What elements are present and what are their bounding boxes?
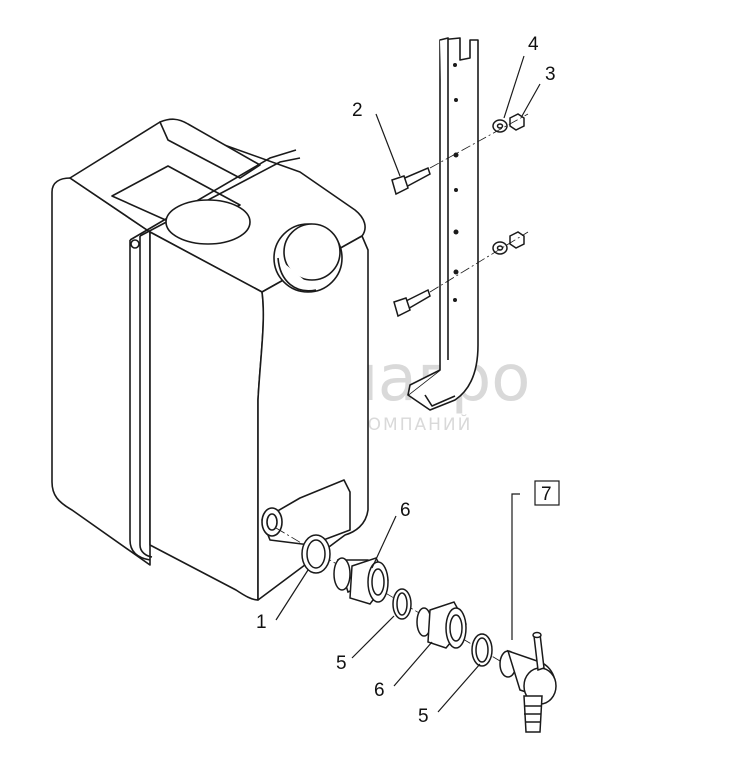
callout-1: 1 xyxy=(256,612,267,633)
seal-ring-upper xyxy=(392,588,412,620)
tank xyxy=(51,118,369,601)
washer-upper xyxy=(492,119,508,133)
seal-ring-lower xyxy=(471,633,493,667)
callout-2: 2 xyxy=(352,100,363,121)
leader-lines xyxy=(275,55,560,713)
fitting-upper xyxy=(333,557,389,605)
callout-4: 4 xyxy=(528,34,539,55)
filler-cap xyxy=(165,199,343,293)
callout-5-upper: 5 xyxy=(336,653,347,674)
drain-valve xyxy=(499,631,557,733)
bolt-upper xyxy=(391,166,431,196)
callout-6-lower: 6 xyxy=(374,680,385,701)
mounting-bracket xyxy=(407,37,479,411)
callout-7: 7 xyxy=(541,484,552,505)
nut-upper xyxy=(509,113,525,131)
bolt-lower xyxy=(393,288,431,318)
callout-6-upper: 6 xyxy=(400,500,411,521)
callout-labels: 2 4 3 1 6 5 6 5 7 xyxy=(256,34,556,727)
tank-strap xyxy=(129,149,301,561)
seal-ring-1 xyxy=(301,534,331,574)
callout-5-lower: 5 xyxy=(418,706,429,727)
callout-3: 3 xyxy=(545,64,556,85)
fitting-lower xyxy=(416,601,467,649)
tank-outlet xyxy=(261,507,283,537)
nut-lower xyxy=(509,231,525,249)
